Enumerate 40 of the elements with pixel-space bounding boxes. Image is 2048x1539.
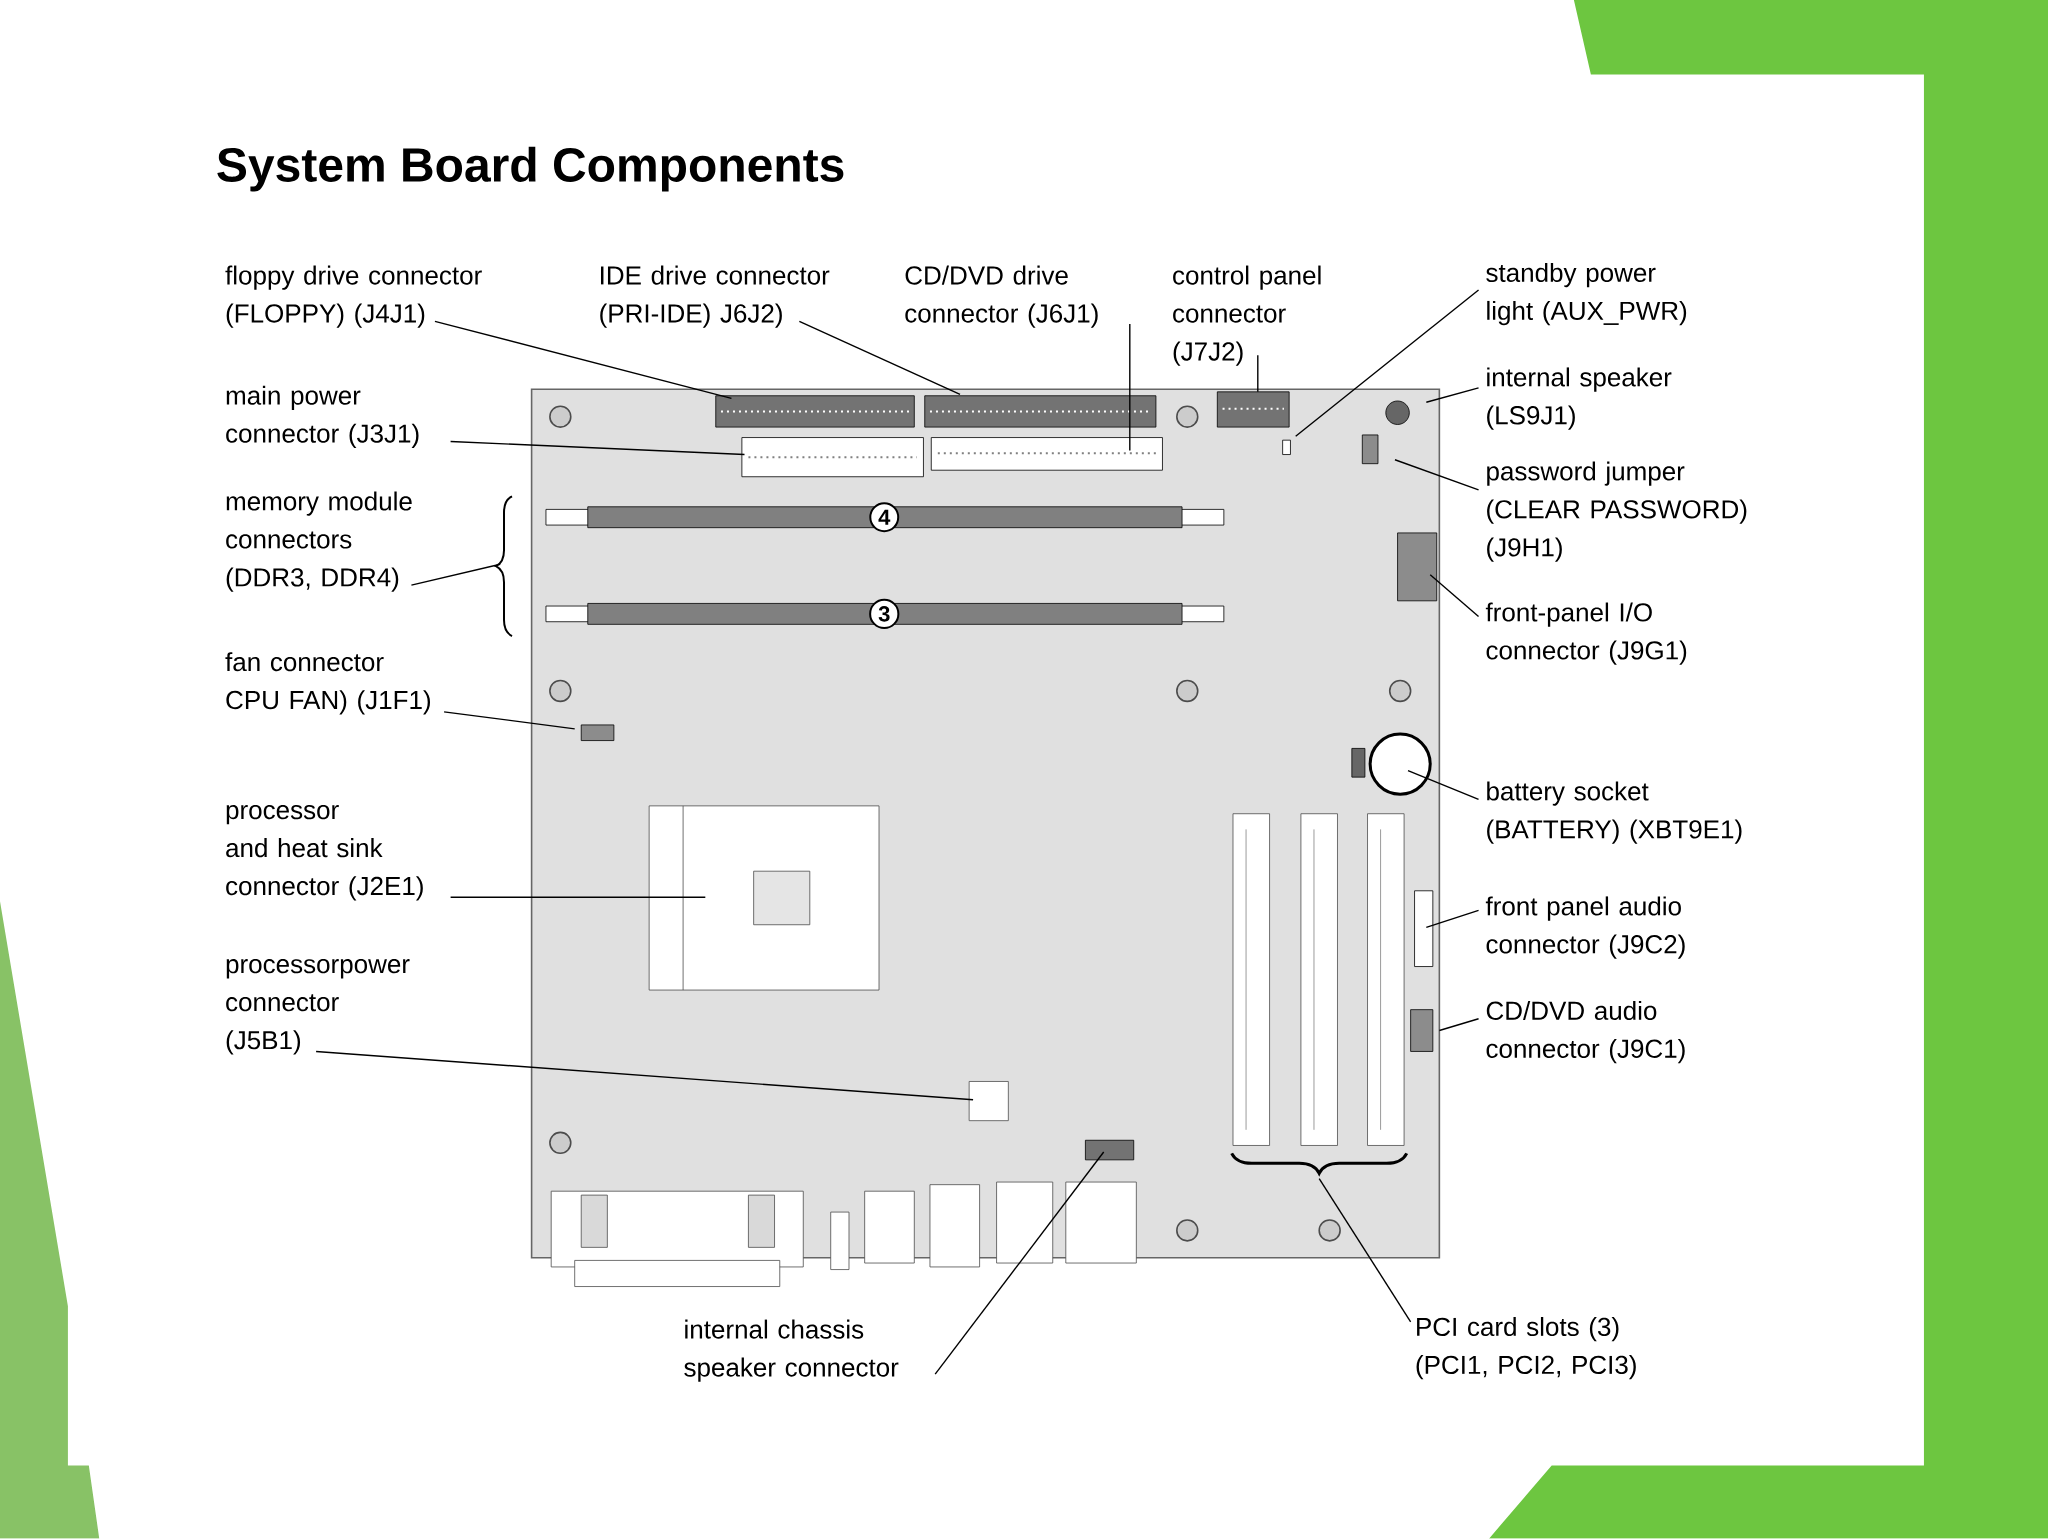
component-label: front panel audio connector (J9C2) bbox=[1485, 896, 1685, 959]
leader-line bbox=[1394, 459, 1480, 491]
component-label: PCI card slots (3) (PCI1, PCI2, PCI3) bbox=[1416, 1317, 1636, 1380]
leader-line bbox=[1429, 574, 1480, 618]
leader-line bbox=[934, 1151, 1105, 1375]
leader-line bbox=[1295, 289, 1480, 438]
component-label: password jumper (CLEAR PASSWORD) (J9H1) bbox=[1487, 461, 1747, 562]
leader-line bbox=[315, 1050, 974, 1101]
component-label: internal chassis speaker connector bbox=[684, 1319, 899, 1383]
leader-line bbox=[434, 320, 733, 400]
brace bbox=[1230, 1152, 1408, 1175]
title: System Board Components bbox=[217, 146, 844, 192]
callout-number: 3 bbox=[869, 598, 900, 630]
component-label: standby power light (AUX_PWR) bbox=[1486, 263, 1687, 326]
leader-line bbox=[1318, 1178, 1412, 1323]
component-label: memory module connectors (DDR3, DDR4) bbox=[226, 491, 412, 592]
component-label: processorpower connector (J5B1) bbox=[226, 959, 410, 1055]
component-label: CD/DVD drive connector (J6J1) bbox=[905, 265, 1098, 328]
leader-line bbox=[449, 440, 746, 456]
leader-line bbox=[1257, 354, 1259, 393]
leader-line bbox=[1425, 387, 1480, 404]
leader-line bbox=[443, 711, 576, 730]
component-label: floppy drive connector (FLOPPY) (J4J1) bbox=[225, 265, 482, 328]
component-label: IDE drive connector (PRI-IDE) J6J2) bbox=[600, 265, 830, 328]
component-label: control panel connector (J7J2) bbox=[1173, 265, 1321, 366]
component-label: front-panel I/O connector (J9G1) bbox=[1485, 602, 1687, 665]
component-label: battery socket (BATTERY) (XBT9E1) bbox=[1487, 781, 1742, 844]
leader-line bbox=[798, 320, 961, 396]
component-label: processor and heat sink connector (J2E1) bbox=[226, 805, 423, 901]
callout-number: 4 bbox=[869, 502, 900, 533]
leader-line bbox=[1425, 909, 1480, 929]
leader-line bbox=[1438, 1018, 1480, 1032]
component-label: main power connector (J3J1) bbox=[226, 385, 419, 449]
leader-line bbox=[1407, 770, 1480, 801]
component-label: CD/DVD audio connector (J9C1) bbox=[1486, 1001, 1685, 1064]
leader-line bbox=[1129, 323, 1131, 452]
leader-line bbox=[449, 896, 707, 899]
leader-line bbox=[410, 563, 501, 587]
component-label: fan connector CPU FAN) (J1F1) bbox=[225, 652, 430, 715]
component-label: internal speaker (LS9J1) bbox=[1487, 367, 1672, 430]
